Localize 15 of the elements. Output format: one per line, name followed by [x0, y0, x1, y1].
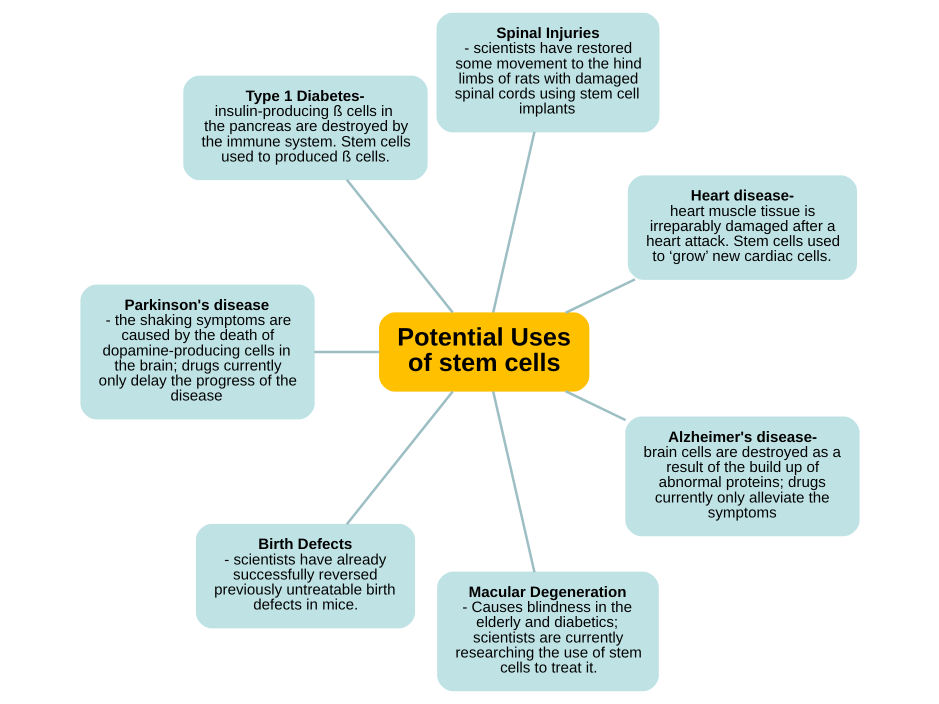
node-box: Parkinson's disease - the shaking symptoms are caused by the death of dopamine-producing cells in the brain; drugs currently only delay the progress of the disease [80, 284, 314, 420]
node-box: Type 1 Diabetes- insulin-producing ß cells in the pancreas are destroyed by the immune system. Stem cells used to produced ß cells. [182, 76, 428, 180]
connector [314, 350, 379, 354]
connector [345, 178, 454, 314]
node-box: Birth Defects - scientists have already successfully reversed previously untreatable birth defects in mice. [195, 524, 415, 628]
connector [345, 390, 454, 526]
connector [564, 278, 636, 314]
connector [491, 391, 536, 572]
node-box: Potential Uses of stem cells [378, 312, 589, 392]
node-box: Heart disease- heart muscle tissue is irreparably damaged after a heart attack. Stem cells used to ‘grow’ new cardiac cells. [627, 175, 857, 280]
node-box: Spinal Injuries - scientists have restored some movement to the hind limbs of rats with damaged spinal cords using stem cell implants [436, 12, 659, 132]
node-box: Macular Degeneration - Causes blindness in the elderly and diabetics; scientists are currently researching the use of stem cells to treat it. [436, 572, 658, 692]
connector [564, 390, 626, 422]
connector [491, 132, 536, 313]
node-box: Alzheimer's disease- brain cells are destroyed as a result of the build up of abnormal proteins; drugs currently only alleviate the symptoms [624, 416, 860, 536]
